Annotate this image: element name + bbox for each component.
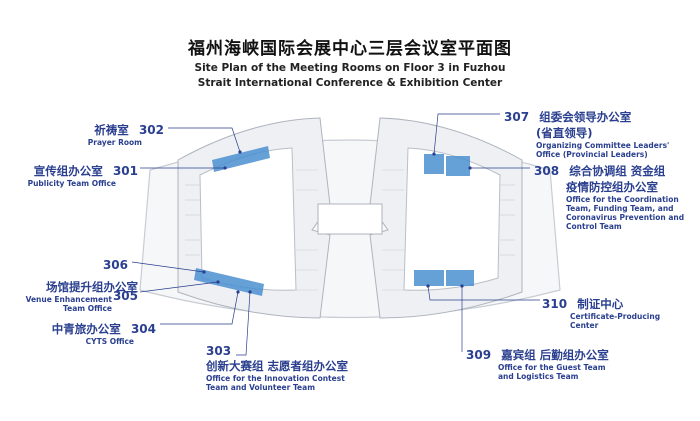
label-307: 307 组委会领导办公室 (省直领导) Organizing Committee… (504, 110, 670, 159)
label-303: 303 创新大赛组 志愿者组办公室 Office for the Innovat… (206, 344, 349, 392)
leader-306 (131, 261, 205, 273)
room-number: 305 (112, 289, 138, 303)
leader-305 (139, 281, 219, 293)
label-301: 宣传组办公室 301 Publicity Team Office (27, 164, 138, 188)
room-number: 310 (542, 297, 568, 311)
leader-dots (202, 150, 472, 294)
room-309-highlight (446, 270, 474, 286)
room-310-highlight (414, 270, 444, 286)
right-inner-hall (403, 147, 501, 291)
leader-303 (236, 291, 251, 356)
room-308-highlight (446, 156, 470, 176)
room-301-302-highlight (212, 146, 270, 172)
label-304: 中青旅办公室 304 CYTS Office (51, 322, 156, 346)
room-number: 307 (504, 110, 530, 124)
leader-304 (160, 291, 239, 325)
label-308: 308 综合协调组 资金组 疫情防控组办公室 Office for the Co… (534, 164, 685, 231)
room-307-highlight (424, 154, 444, 174)
leader-lines (131, 113, 540, 356)
page-title: 福州海峡国际会展中心三层会议室平面图 (188, 39, 512, 59)
page-subtitle-line2: Strait International Conference & Exhibi… (197, 77, 503, 89)
right-wing-details (382, 169, 515, 291)
label-302: 祈祷室 302 Prayer Room (87, 123, 164, 147)
label-309: 309 嘉宾组 后勤组办公室 Office for the Guest Team… (466, 348, 609, 381)
highlighted-rooms (194, 146, 474, 296)
label-306: 306 (70, 254, 128, 273)
room-number: 301 (112, 164, 138, 178)
leader-310 (427, 285, 540, 301)
leader-307 (433, 113, 500, 155)
label-305: 场馆提升组办公室 305 Venue Enhancement Team Offi… (25, 280, 138, 313)
label-310: 310 制证中心 Certificate-Producing Center (542, 297, 661, 330)
room-number: 309 (466, 348, 492, 362)
room-303-304-highlight (194, 268, 264, 296)
room-number: 303 (206, 344, 232, 358)
connector-bridge (317, 203, 383, 235)
left-wing-details (185, 169, 318, 291)
page-subtitle-line1: Site Plan of the Meeting Rooms on Floor … (194, 62, 506, 74)
leader-302 (168, 127, 241, 153)
room-number: 308 (534, 164, 560, 178)
room-number: 306 (102, 258, 128, 272)
room-number: 304 (130, 322, 156, 336)
room-number: 302 (138, 123, 164, 137)
